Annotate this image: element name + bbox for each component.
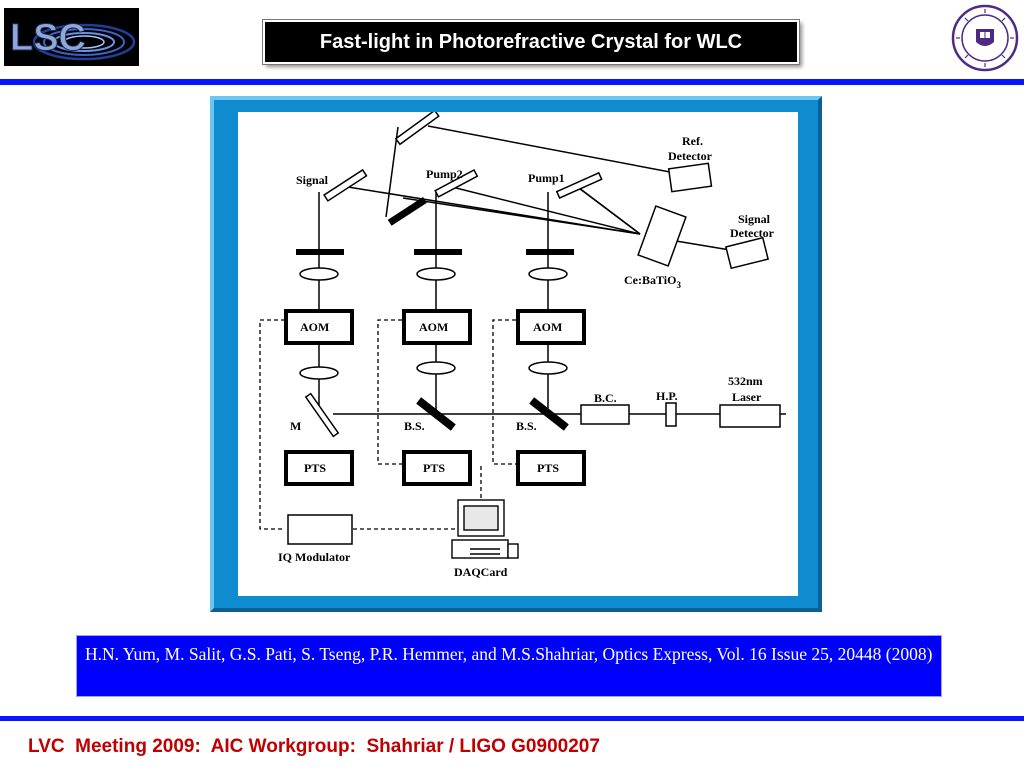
figure-panel: Signal Pump2 Pump1 Ref. Detector Signal … bbox=[238, 112, 798, 596]
label-pump1: Pump1 bbox=[528, 171, 565, 185]
beam-pump2-to-crystal-2 bbox=[402, 197, 641, 235]
label-hp: H.P. bbox=[656, 389, 678, 403]
lens-mid-2 bbox=[416, 361, 456, 375]
blocker-mirror bbox=[387, 197, 427, 226]
pts-box-2 bbox=[402, 450, 472, 486]
label-pts-3: PTS bbox=[537, 461, 559, 475]
signal-detector-box bbox=[724, 236, 770, 270]
footer-text: LVC Meeting 2009: AIC Workgroup: Shahria… bbox=[28, 736, 600, 757]
pts-box-1 bbox=[284, 450, 354, 486]
aom-box-2 bbox=[402, 309, 472, 345]
iris-1 bbox=[296, 249, 344, 255]
iris-3 bbox=[526, 249, 574, 255]
northwestern-seal-icon bbox=[951, 4, 1019, 72]
lsc-logo: LSC bbox=[4, 8, 139, 66]
iris-2 bbox=[414, 249, 462, 255]
label-bc: B.C. bbox=[594, 391, 617, 405]
ref-detector-box bbox=[667, 162, 713, 193]
control-line-2 bbox=[377, 319, 402, 465]
pump1-mirror bbox=[555, 171, 603, 199]
laser-box bbox=[719, 404, 781, 428]
bottom-rule bbox=[0, 716, 1024, 721]
label-daqcard: DAQCard bbox=[454, 565, 508, 579]
label-signal: Signal bbox=[296, 173, 329, 187]
aom-box-3 bbox=[516, 309, 586, 345]
crystal-box bbox=[637, 205, 687, 267]
beam-splitter-2 bbox=[529, 397, 569, 431]
signal-mirror bbox=[323, 168, 368, 202]
label-signal-detector-1: Signal bbox=[738, 212, 771, 226]
aom-box-1 bbox=[284, 309, 354, 345]
bc-box bbox=[580, 404, 630, 425]
m-mirror bbox=[304, 392, 340, 438]
label-aom-2: AOM bbox=[419, 320, 448, 334]
label-ref-detector-1: Ref. bbox=[682, 134, 703, 148]
slide-title-box: Fast-light in Photorefractive Crystal fo… bbox=[263, 20, 799, 64]
control-line-1 bbox=[259, 319, 285, 530]
label-bs-2: B.S. bbox=[516, 419, 537, 433]
beam-pump2-to-crystal bbox=[447, 185, 641, 235]
label-ref-detector-2: Detector bbox=[668, 149, 713, 163]
label-aom-3: AOM bbox=[533, 320, 562, 334]
lens-top-1 bbox=[299, 267, 339, 281]
lens-top-2 bbox=[416, 267, 456, 281]
iq-modulator-box bbox=[287, 514, 353, 545]
label-mirror: M bbox=[290, 419, 301, 433]
computer-icon bbox=[451, 499, 519, 559]
label-bs-1: B.S. bbox=[404, 419, 425, 433]
label-pump2: Pump2 bbox=[426, 167, 463, 181]
control-line-3 bbox=[492, 319, 516, 465]
pts-box-3 bbox=[516, 450, 586, 486]
optical-setup-diagram: Signal Pump2 Pump1 Ref. Detector Signal … bbox=[259, 112, 786, 579]
lens-mid-1 bbox=[299, 366, 339, 380]
citation-box: H.N. Yum, M. Salit, G.S. Pati, S. Tseng,… bbox=[76, 635, 942, 697]
top-rule bbox=[0, 79, 1024, 85]
label-pts-1: PTS bbox=[304, 461, 326, 475]
pump2-mirror bbox=[434, 169, 479, 198]
label-aom-1: AOM bbox=[300, 320, 329, 334]
beam-pump1-to-crystal-2 bbox=[578, 187, 641, 235]
ref-mirror bbox=[394, 112, 440, 146]
label-laser-1: 532nm bbox=[728, 374, 763, 388]
label-pts-2: PTS bbox=[423, 461, 445, 475]
label-iq-modulator: IQ Modulator bbox=[278, 550, 351, 564]
svg-text:LSC: LSC bbox=[10, 17, 86, 59]
label-crystal: Ce:BaTiO3 bbox=[624, 273, 681, 290]
beam-ref-mirror-to-signal-path bbox=[385, 126, 399, 218]
citation-text: H.N. Yum, M. Salit, G.S. Pati, S. Tseng,… bbox=[85, 644, 933, 664]
label-laser-2: Laser bbox=[732, 390, 762, 404]
label-signal-detector-2: Detector bbox=[730, 226, 775, 240]
figure-frame: Signal Pump2 Pump1 Ref. Detector Signal … bbox=[210, 96, 822, 612]
hp-box bbox=[665, 402, 677, 427]
beam-ref-mirror-to-ref-detector bbox=[427, 125, 671, 173]
lens-top-3 bbox=[528, 267, 568, 281]
slide-title: Fast-light in Photorefractive Crystal fo… bbox=[319, 30, 743, 53]
lens-mid-3 bbox=[528, 361, 568, 375]
beam-splitter-1 bbox=[416, 397, 456, 431]
